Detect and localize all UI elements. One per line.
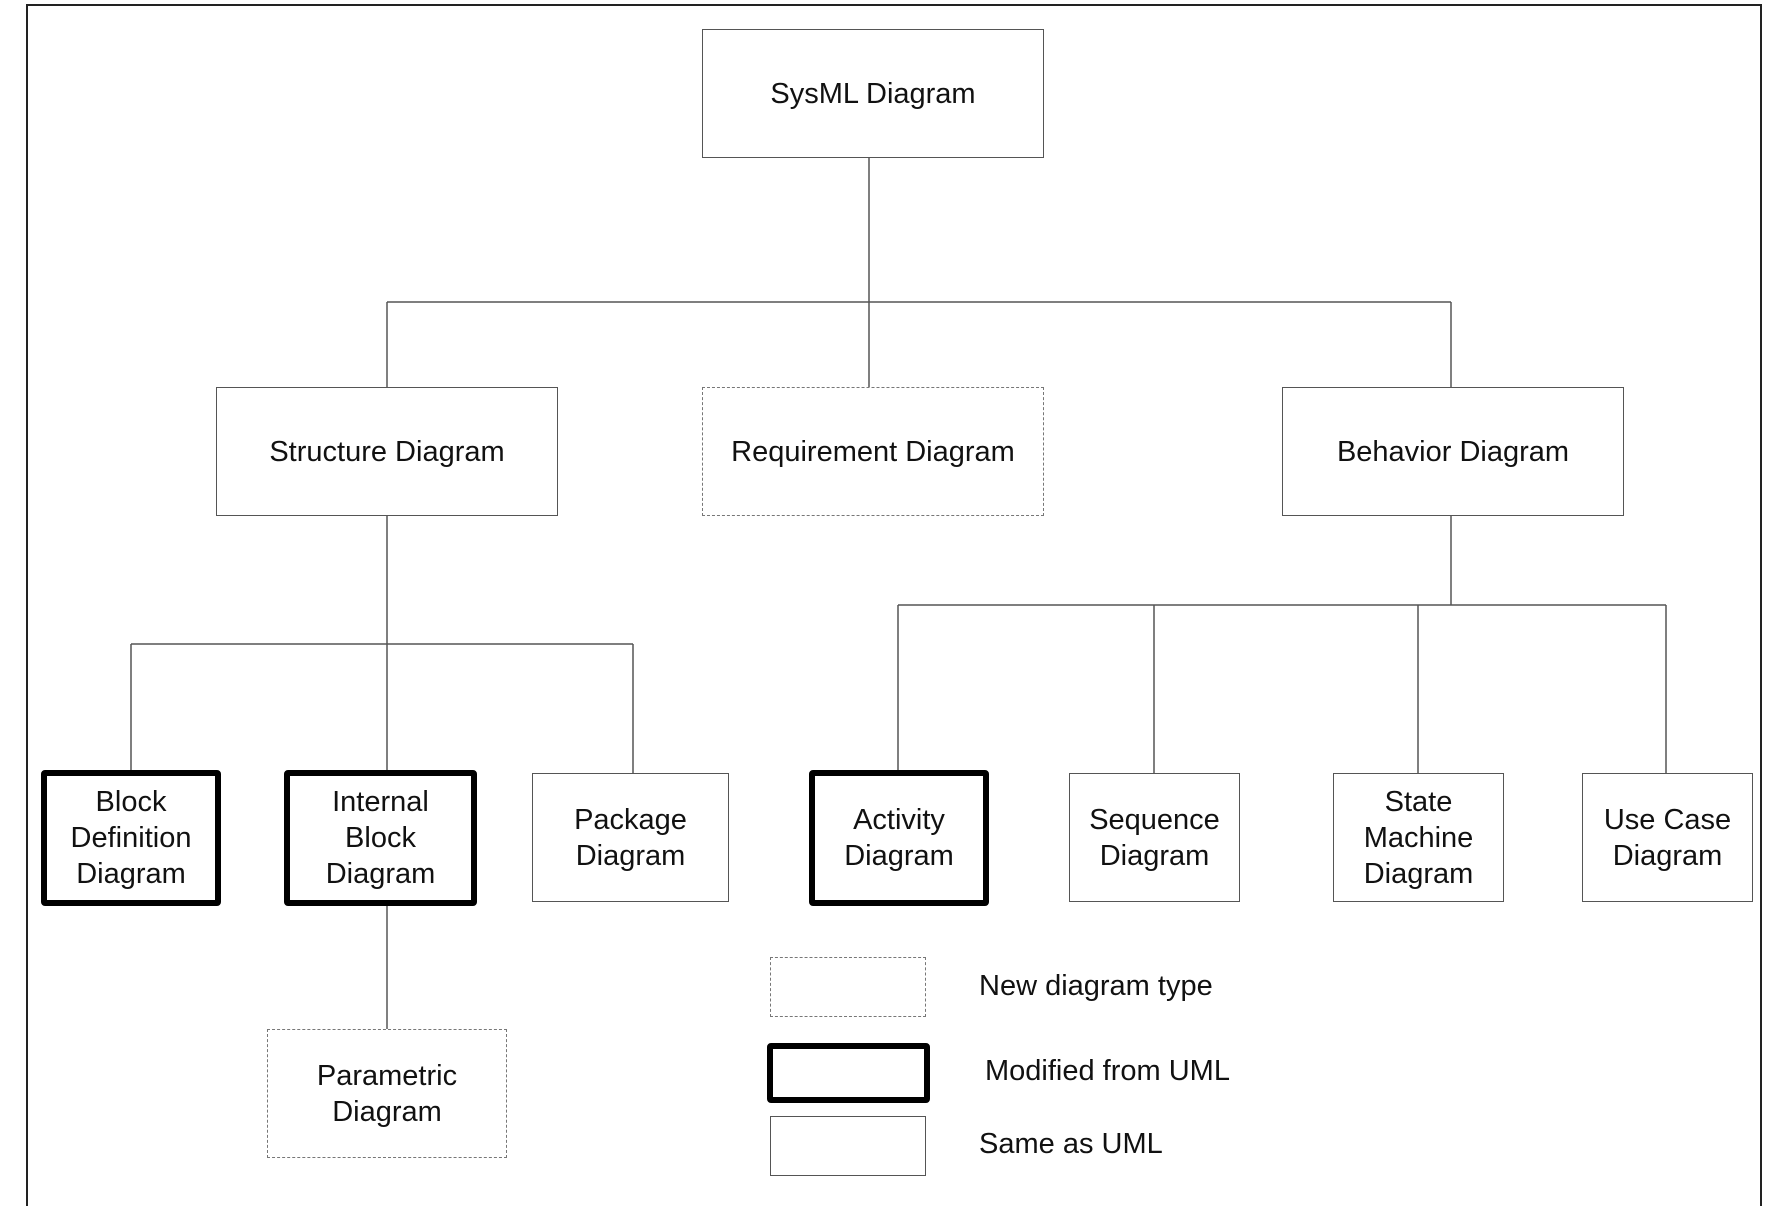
node-requirement-diagram: Requirement Diagram — [702, 387, 1044, 516]
node-behavior-diagram: Behavior Diagram — [1282, 387, 1624, 516]
legend-label-same: Same as UML — [979, 1128, 1163, 1160]
legend-swatch-new — [770, 957, 926, 1017]
diagram-frame — [26, 4, 1762, 1206]
legend-swatch-modified — [767, 1043, 930, 1103]
legend-label-new: New diagram type — [979, 970, 1213, 1002]
connector-lines — [130, 158, 1667, 1029]
legend-swatch-same — [770, 1116, 926, 1176]
node-package-diagram: Package Diagram — [532, 773, 729, 902]
node-block-definition-diagram: Block Definition Diagram — [41, 770, 221, 906]
node-use-case-diagram: Use Case Diagram — [1582, 773, 1753, 902]
node-state-machine-diagram: State Machine Diagram — [1333, 773, 1504, 902]
node-activity-diagram: Activity Diagram — [809, 770, 989, 906]
legend-label-modified: Modified from UML — [985, 1055, 1230, 1087]
node-internal-block-diagram: Internal Block Diagram — [284, 770, 477, 906]
node-structure-diagram: Structure Diagram — [216, 387, 558, 516]
node-parametric-diagram: Parametric Diagram — [267, 1029, 507, 1158]
node-sysml-diagram: SysML Diagram — [702, 29, 1044, 158]
node-sequence-diagram: Sequence Diagram — [1069, 773, 1240, 902]
